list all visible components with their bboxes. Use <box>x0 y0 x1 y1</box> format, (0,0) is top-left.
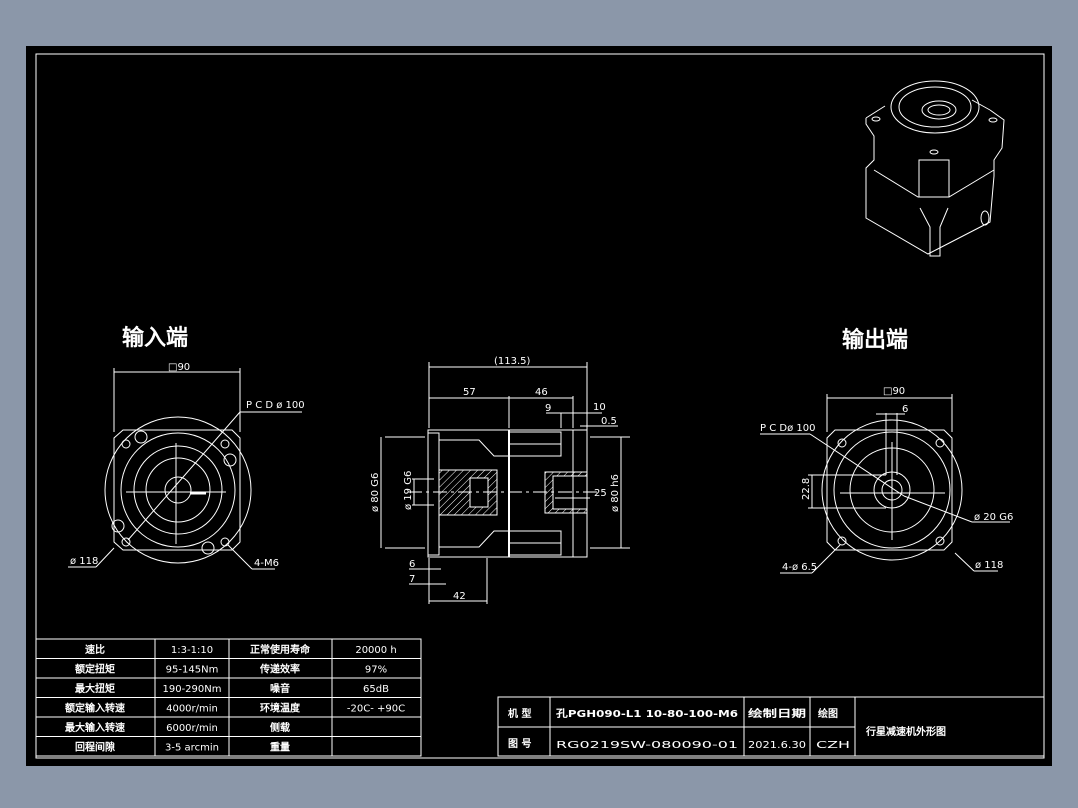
spec-cell-value2: -20C- +90C <box>347 704 405 715</box>
dim-square: □90 <box>883 386 905 397</box>
dim-42: 42 <box>453 591 466 602</box>
spec-table: 速比 1:3-1:10 正常使用寿命 20000 h 额定扭矩 95-145Nm 传递效率 9… <box>35 638 422 757</box>
drawn-label: 绘图 <box>818 707 838 720</box>
date-value: 2021.6.30 <box>748 740 806 751</box>
isometric-view <box>865 80 1005 257</box>
spec-cell-value: 95-145Nm <box>166 665 219 676</box>
spec-cell-value: 1:3-1:10 <box>171 645 213 656</box>
drawn-value: CZH <box>816 740 850 751</box>
dim-57: 57 <box>463 387 476 398</box>
spec-cell-value2: 20000 h <box>355 645 396 656</box>
spec-cell-label: 最大输入转速 <box>65 721 125 734</box>
dim-9: 9 <box>545 403 551 414</box>
spec-cell-label: 回程间隙 <box>75 741 115 754</box>
sheet-border <box>35 53 1045 759</box>
dim-outer-diameter: ø 118 <box>975 560 1003 571</box>
spec-cell-label: 最大扭矩 <box>75 682 115 695</box>
dim-outer-diameter: ø 118 <box>70 556 98 567</box>
drawing-title: 行星减速机外形图 <box>865 725 946 738</box>
dim-square: □90 <box>168 362 190 373</box>
dim-6: 6 <box>409 559 415 570</box>
spec-cell-label2: 侧载 <box>270 721 290 734</box>
drawing-no-label: 图 号 <box>508 738 531 750</box>
dim-key-width: 6 <box>902 404 908 415</box>
output-view-title: 输出端 <box>842 327 908 353</box>
spec-cell-value: 190-290Nm <box>162 684 221 695</box>
spec-cell-value2: 65dB <box>363 684 389 695</box>
dim-holes: 4-ø 6.5 <box>782 562 817 573</box>
spec-cell-value: 3-5 arcmin <box>165 743 219 754</box>
dim-19-g6: ø 19 G6 <box>403 471 414 510</box>
dim-46: 46 <box>535 387 548 398</box>
spec-cell-value: 6000r/min <box>166 723 218 734</box>
dim-80-g6: ø 80 G6 <box>370 473 381 512</box>
spec-cell-label2: 重量 <box>270 741 290 754</box>
spec-cell-value2: 97% <box>365 665 387 676</box>
output-end-view: 输出端 □90 6 P C Dø 100 22.8 ø 20 G6 4-ø 6. <box>760 327 1013 574</box>
spec-cell-label2: 环境温度 <box>260 702 301 715</box>
side-section-view: (113.5) 57 46 9 10 0.5 ø 80 G6 ø 19 G6 2… <box>370 356 630 604</box>
dim-25: 25 <box>594 488 607 499</box>
spec-cell-label2: 正常使用寿命 <box>250 643 311 656</box>
model-value: 孔PGH090-L1 10-80-100-M6 <box>556 707 738 720</box>
spec-cell-label: 速比 <box>85 643 105 656</box>
drawing-sheet <box>26 46 1052 766</box>
spec-cell-label2: 噪音 <box>270 682 290 695</box>
dim-shaft-height: 22.8 <box>801 478 812 500</box>
dim-10: 10 <box>593 402 606 413</box>
dim-7: 7 <box>409 574 415 585</box>
spec-cell-label: 额定输入转速 <box>65 702 125 715</box>
date-label: 绘制日期 <box>748 707 806 720</box>
dim-pcd: P C Dø 100 <box>760 423 815 434</box>
title-block: 机 型 孔PGH090-L1 10-80-100-M6 绘制日期 绘图 图 号 … <box>497 696 1045 757</box>
input-view-title: 输入端 <box>122 325 188 351</box>
dim-80-h6: ø 80 h6 <box>610 474 621 512</box>
drawing-no-value: RG0219SW-080090-01 <box>556 740 738 751</box>
dim-total-length: (113.5) <box>494 356 531 367</box>
input-end-view: 输入端 □90 P C D ø 100 ø 118 4-M6 <box>68 325 305 570</box>
spec-cell-label: 额定扭矩 <box>75 663 115 676</box>
dim-pcd: P C D ø 100 <box>246 400 305 411</box>
spec-cell-value: 4000r/min <box>166 704 218 715</box>
model-label: 机 型 <box>508 707 531 720</box>
dim-holes: 4-M6 <box>254 558 279 569</box>
dim-shaft-diameter: ø 20 G6 <box>974 512 1013 523</box>
dim-0-5: 0.5 <box>601 416 617 427</box>
spec-cell-label2: 传递效率 <box>259 663 300 676</box>
